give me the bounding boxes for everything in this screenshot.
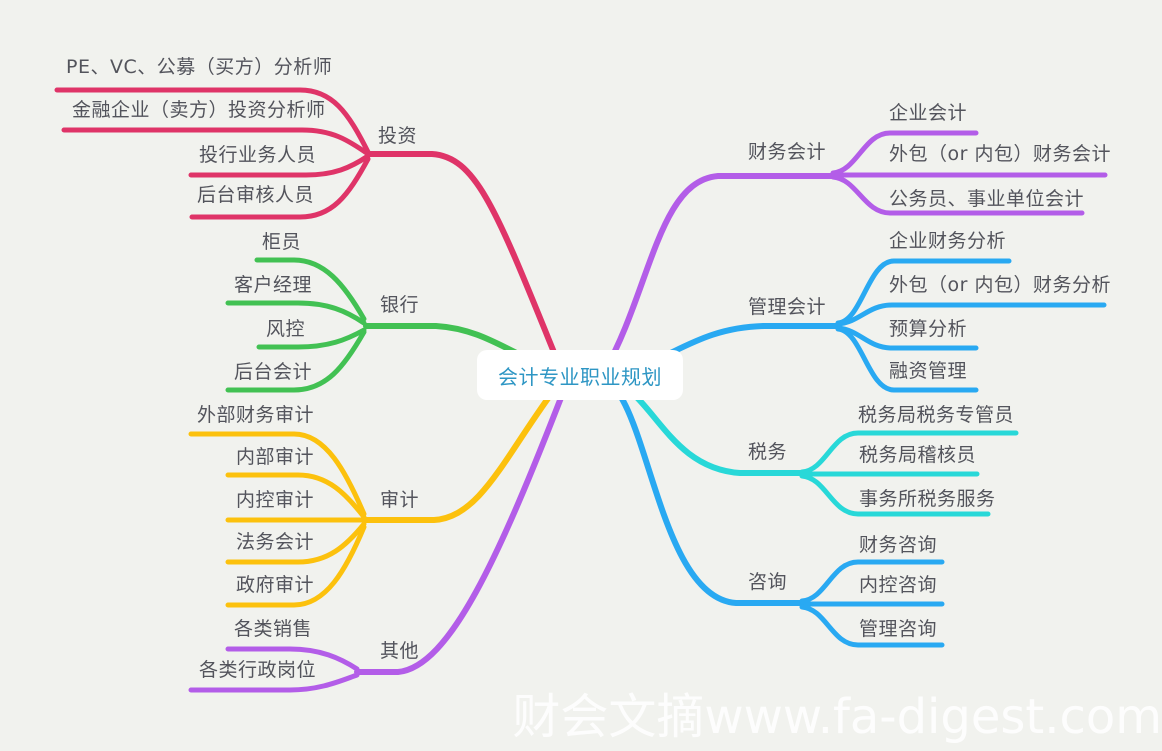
leaf-label[interactable]: 内控咨询 [859,574,938,596]
leaf-label[interactable]: 金融企业（卖方）投资分析师 [72,99,326,121]
branch-label-tax[interactable]: 税务 [748,441,788,463]
branch-label-bank[interactable]: 银行 [380,294,420,316]
branch-child-line [830,130,979,176]
branch-child-line [188,672,360,693]
leaf-label[interactable]: 企业会计 [889,102,968,124]
branch-child-line [225,329,367,393]
branch-child-line [799,559,945,604]
branch-child-line [799,604,945,648]
branch-child-line [225,646,360,672]
central-topic-label: 会计专业职业规划 [498,364,662,389]
leaf-label[interactable]: 后台会计 [234,361,313,383]
leaf-label[interactable]: 外部财务审计 [197,404,315,426]
branch-label-other[interactable]: 其他 [380,640,420,662]
branch-child-line [835,326,979,393]
branch-trunk-line [601,377,805,606]
leaf-label[interactable]: 各类销售 [234,618,313,640]
branch-child-line [225,521,367,565]
watermark-text: 财会文摘www.fa-digest.com [512,689,1162,745]
leaf-label[interactable]: 税务局稽核员 [859,444,977,466]
leaf-label[interactable]: 预算分析 [889,318,968,340]
branch-child-line [830,174,1085,216]
branch-label-management-accounting[interactable]: 管理会计 [748,296,827,318]
branch-child-line [835,302,1107,327]
branch-child-line [225,524,367,608]
leaf-label[interactable]: 事务所税务服务 [859,488,996,510]
branch-child-line [835,258,1012,326]
leaf-label[interactable]: 融资管理 [889,360,968,382]
leaf-label[interactable]: 企业财务分析 [889,230,1007,252]
branch-child-line [225,472,367,520]
central-topic-node[interactable]: 会计专业职业规划 [477,350,683,400]
leaf-label[interactable]: 外包（or 内包）财务会计 [889,143,1111,165]
leaf-label[interactable]: 公务员、事业单位会计 [889,188,1085,210]
leaf-label[interactable]: 法务会计 [236,531,315,553]
leaf-label[interactable]: 投行业务人员 [199,144,317,166]
leaf-label[interactable]: 内部审计 [236,446,315,468]
branch-other-lines [188,387,567,693]
branch-label-audit[interactable]: 审计 [380,489,420,511]
branch-child-line [254,257,367,322]
branch-trunk-line [601,173,836,375]
leaf-label[interactable]: 外包（or 内包）财务分析 [889,274,1111,296]
branch-label-investment[interactable]: 投资 [378,125,418,147]
leaf-label[interactable]: 客户经理 [234,274,313,296]
branch-financial-accounting-lines [601,130,1108,375]
leaf-label[interactable]: 财务咨询 [859,534,938,556]
branch-child-line [799,430,1019,475]
branch-child-line [256,327,367,350]
branch-child-line [188,431,367,517]
branch-child-line [799,473,991,517]
branch-child-line [225,300,367,326]
leaf-label[interactable]: 柜员 [262,231,302,253]
branch-child-line [54,87,371,155]
leaf-label[interactable]: 管理咨询 [859,618,938,640]
branch-child-line [189,156,371,220]
branch-child-line [61,127,371,157]
branch-trunk-line [361,379,563,523]
branch-audit-lines [188,379,563,608]
branch-investment-lines [54,87,565,375]
leaf-label[interactable]: 税务局税务专管员 [858,404,1015,426]
leaf-label[interactable]: 各类行政岗位 [199,659,317,681]
branch-label-financial-accounting[interactable]: 财务会计 [748,141,827,163]
branch-child-line [188,153,371,178]
branch-trunk-line [365,151,565,375]
branch-trunk-line [354,387,567,675]
leaf-label[interactable]: 后台审核人员 [197,184,315,206]
leaf-label[interactable]: 内控审计 [236,489,315,511]
leaf-label[interactable]: 风控 [266,318,306,340]
branch-label-consulting[interactable]: 咨询 [748,571,788,593]
leaf-label[interactable]: PE、VC、公募（买方）分析师 [66,56,333,78]
leaf-label[interactable]: 政府审计 [236,574,315,596]
